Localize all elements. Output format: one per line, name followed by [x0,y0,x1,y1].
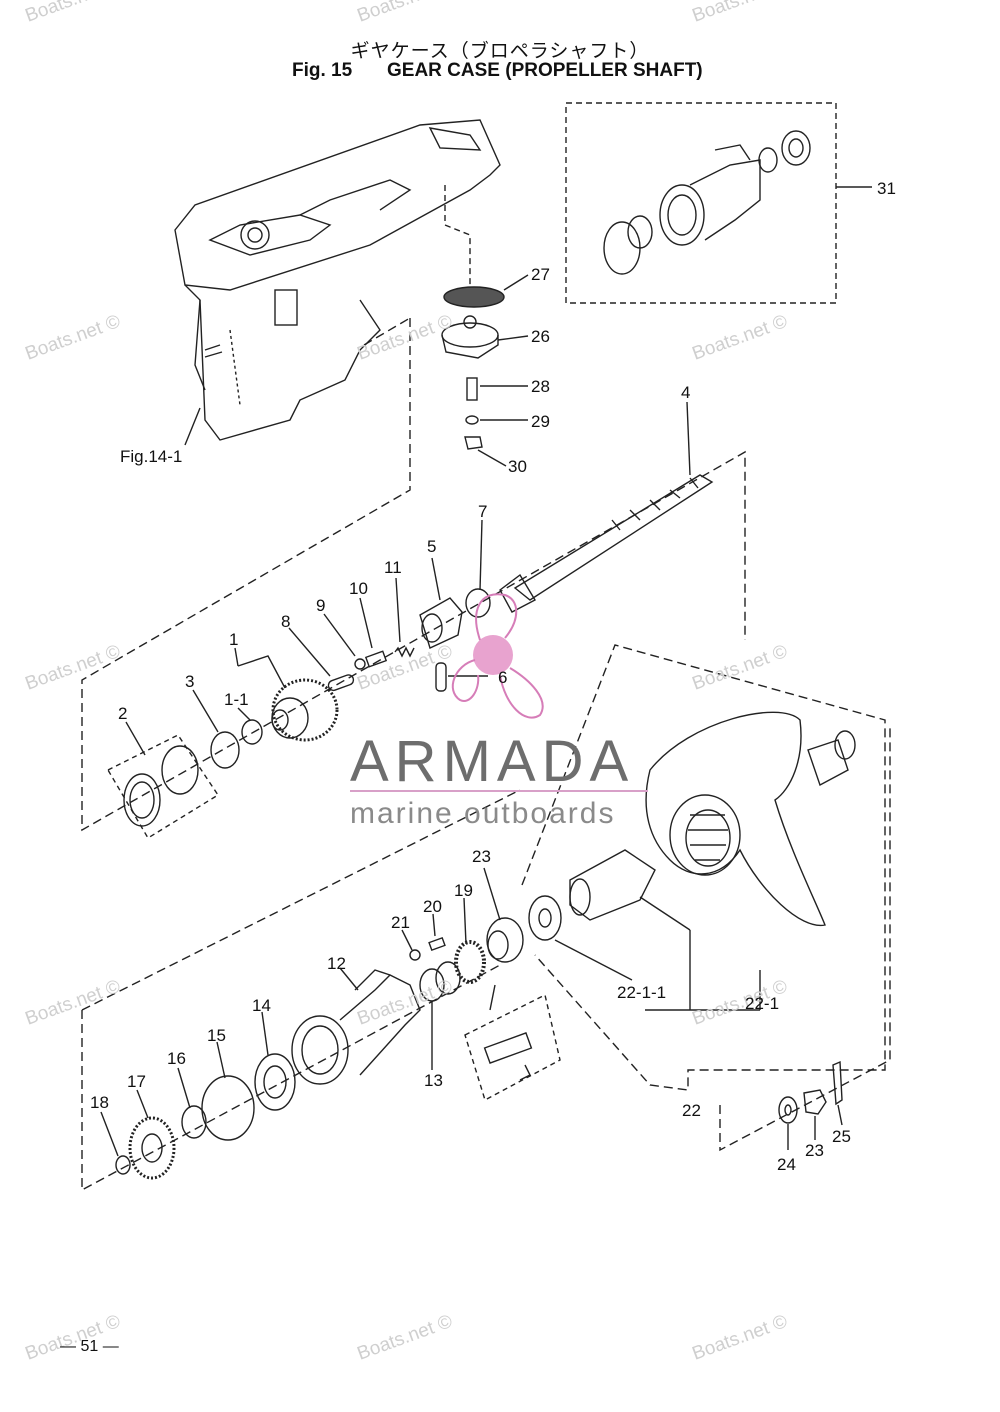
part-label-9: 9 [316,596,325,615]
title-japanese: ギヤケース（ブロペラシャフト） [350,40,650,62]
ref-label-fig14-1: Fig.14-1 [120,447,182,466]
svg-text:Boats.net ©: Boats.net © [355,976,456,1030]
figure-title: GEAR CASE (PROPELLER SHAFT) [387,60,703,81]
svg-text:Boats.net ©: Boats.net © [355,0,456,27]
svg-text:Boats.net ©: Boats.net © [23,976,124,1030]
svg-text:Boats.net ©: Boats.net © [23,641,124,695]
part-label-28: 28 [531,377,550,396]
part-label-23-upper: 23 [472,847,491,866]
part-labels: Fig.14-1 1 1-1 2 3 4 5 6 7 8 9 10 11 12 … [90,179,896,1174]
part-label-25: 25 [832,1127,851,1146]
svg-text:Boats.net ©: Boats.net © [690,311,791,365]
svg-text:Boats.net ©: Boats.net © [690,1311,791,1365]
armada-brand-subtitle: marine outboards [350,797,616,830]
figure-number: Fig. 15 [292,60,353,81]
svg-text:Boats.net ©: Boats.net © [690,641,791,695]
svg-text:Boats.net ©: Boats.net © [690,0,791,27]
part-label-6: 6 [498,668,507,687]
part-label-4: 4 [681,383,690,402]
part-label-19: 19 [454,881,473,900]
part-label-12: 12 [327,954,346,973]
part-label-26: 26 [531,327,550,346]
part-label-30: 30 [508,457,527,476]
part-label-16: 16 [167,1049,186,1068]
part-label-1-1: 1-1 [224,690,249,709]
part-label-8: 8 [281,612,290,631]
part-label-13: 13 [424,1071,443,1090]
part-label-31: 31 [877,179,896,198]
gear-case-housing [174,119,501,441]
part-label-29: 29 [531,412,550,431]
part-label-15: 15 [207,1026,226,1045]
armada-brand-text: ARMADA [350,729,635,794]
part-label-18: 18 [90,1093,109,1112]
part-label-7: 7 [478,502,487,521]
part-label-14: 14 [252,996,271,1015]
part-label-27: 27 [531,265,550,284]
part-label-22-1-1: 22-1-1 [617,983,666,1002]
armada-logo-mark [451,593,544,719]
part-label-22-1: 22-1 [745,994,779,1013]
svg-text:Boats.net ©: Boats.net © [355,311,456,365]
forward-gear [271,678,339,742]
svg-text:Boats.net ©: Boats.net © [355,1311,456,1365]
svg-text:Boats.net ©: Boats.net © [23,311,124,365]
page-number: — 51 — [60,1338,119,1355]
part-label-17: 17 [127,1072,146,1091]
svg-text:Boats.net ©: Boats.net © [23,0,124,27]
part-label-5: 5 [427,537,436,556]
part-label-20: 20 [423,897,442,916]
part-label-1: 1 [229,630,238,649]
bearing-housing [291,969,421,1085]
part-label-22: 22 [682,1101,701,1120]
propeller [645,711,826,927]
part-label-10: 10 [349,579,368,598]
part-label-11: 11 [384,558,402,577]
part-label-21: 21 [391,913,410,932]
part-label-2: 2 [118,704,127,723]
propeller-shaft [499,401,714,613]
part-label-3: 3 [185,672,194,691]
part-label-23-lower: 23 [805,1141,824,1160]
brand-divider [350,790,648,792]
part-label-24: 24 [777,1155,796,1174]
